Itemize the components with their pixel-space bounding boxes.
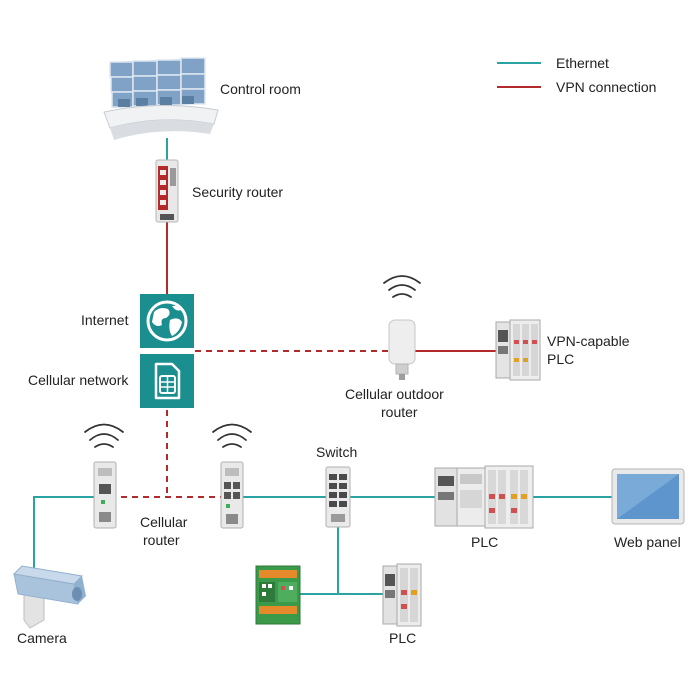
cellular-network-node: Cellular network xyxy=(28,354,194,408)
label-cellular-network: Cellular network xyxy=(28,372,129,388)
label-security-router: Security router xyxy=(192,184,283,200)
label-plc-lower: PLC xyxy=(389,630,416,646)
legend-vpn-label: VPN connection xyxy=(556,79,656,95)
label-internet: Internet xyxy=(81,312,129,328)
label-cellular-router-line2: router xyxy=(143,532,180,548)
vpn-capable-plc: VPN-capable PLC xyxy=(495,319,630,381)
camera: Camera xyxy=(12,565,86,646)
wifi-signal-icon xyxy=(212,423,252,448)
plc-lower: PLC xyxy=(382,563,422,646)
plc-main: PLC xyxy=(434,465,534,550)
io-module-green xyxy=(255,565,301,625)
label-plc-main: PLC xyxy=(471,534,498,550)
label-vpn-plc-line2: PLC xyxy=(547,351,574,367)
control-room: Control room xyxy=(103,57,301,140)
sim-card-icon xyxy=(154,362,181,400)
wifi-signal-icon xyxy=(383,275,421,298)
label-web-panel: Web panel xyxy=(614,534,681,550)
cellular-router-right xyxy=(212,423,252,529)
legend-ethernet-label: Ethernet xyxy=(556,55,609,71)
security-router: Security router xyxy=(155,159,283,223)
legend: Ethernet VPN connection xyxy=(497,55,656,95)
globe-icon xyxy=(146,300,188,342)
cellular-outdoor-router: Cellular outdoor router xyxy=(345,275,444,420)
wifi-signal-icon xyxy=(84,423,124,448)
cellular-router-left xyxy=(84,423,124,529)
internet-node: Internet xyxy=(81,294,194,348)
label-cellular-router-line1: Cellular xyxy=(140,514,188,530)
label-vpn-plc-line1: VPN-capable xyxy=(547,333,630,349)
label-control-room: Control room xyxy=(220,81,301,97)
control-desk xyxy=(103,96,219,140)
label-outdoor-router-line1: Cellular outdoor xyxy=(345,386,444,402)
web-panel: Web panel xyxy=(611,468,685,550)
label-switch: Switch xyxy=(316,444,357,460)
connections xyxy=(33,138,612,595)
label-outdoor-router-line2: router xyxy=(381,404,418,420)
label-camera: Camera xyxy=(17,630,67,646)
switch: Switch xyxy=(316,444,357,528)
link-camera-router xyxy=(33,496,94,575)
